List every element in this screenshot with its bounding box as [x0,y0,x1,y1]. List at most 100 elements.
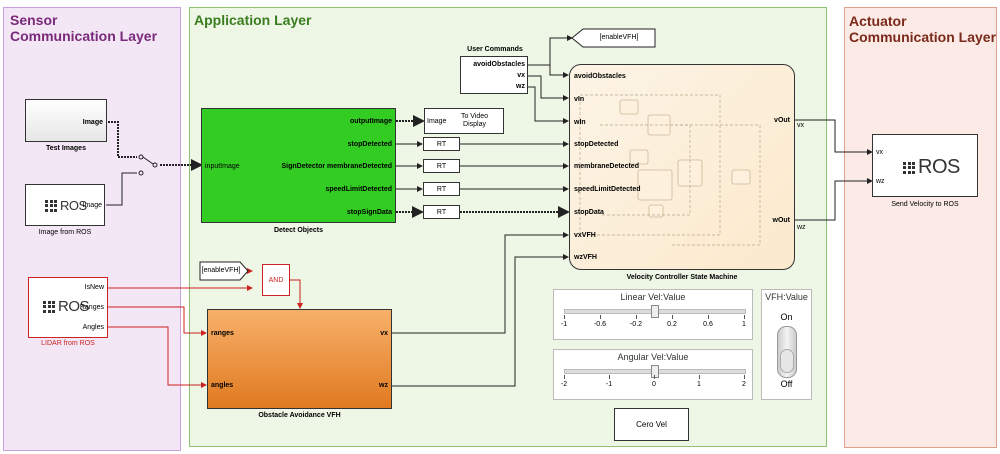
linear-vel-tick-mark [708,315,709,319]
vfh-toggle-knob [780,349,794,373]
send-port-wz: wz [876,178,885,185]
user-commands-block[interactable]: avoidObstacles vx wz [460,56,528,94]
user-commands-title: User Commands [467,46,523,53]
angular-vel-tick-mark [654,375,655,379]
ros-logo: ROS [45,198,87,213]
sm-in-8: vxVFH [574,232,596,239]
linear-vel-slider-panel: Linear Vel:Value -1 -0.6 -0.2 0.2 0.6 1 [553,289,753,340]
vfh-in-ranges: ranges [211,330,234,337]
sm-in-7: stopData [574,209,604,216]
obstacle-avoidance-vfh-block[interactable]: ranges angles vx wz [207,309,392,409]
from-tag-label: [enableVFH] [201,267,241,274]
video-label: To Video Display [460,113,489,128]
test-images-block[interactable]: Image [25,99,107,142]
ros-logo: ROS [903,156,960,179]
uc-port-1: avoidObstacles [473,61,525,68]
angular-vel-tick-label: 1 [697,381,701,388]
angular-vel-tick-mark [564,375,565,379]
lidar-port-ranges: Ranges [79,304,104,311]
state-machine-caption: Velocity Controller State Machine [626,274,738,281]
send-port-vx: vx [876,149,883,156]
angular-vel-tick-mark [609,375,610,379]
lidar-from-ros-block[interactable]: ROS IsNew Ranges Angles [28,277,108,338]
test-images-caption: Test Images [46,145,86,152]
linear-vel-tick-mark [564,315,565,319]
and-block[interactable]: AND [262,264,290,296]
angular-vel-tick-label: 0 [652,381,656,388]
ros-logo: ROS [43,298,90,315]
application-layer-title: Application Layer [194,12,312,28]
sm-in-4: stopDetected [574,141,619,148]
zero-velocity-button[interactable]: Cero Vel [614,408,689,441]
detect-objects-block[interactable]: inputImage outputImage stopDetected Sign… [201,108,396,223]
linear-vel-tick-mark [636,315,637,319]
rt-block-2[interactable]: RT [423,159,460,173]
detect-out-1: outputImage [350,118,392,125]
send-velocity-ros-block[interactable]: ROS vx wz [872,134,978,197]
linear-vel-tick-label: 1 [742,321,746,328]
detect-out-3: SignDetector membraneDetected [281,163,392,170]
chart-internal-states [579,94,761,246]
uc-port-3: wz [516,83,525,90]
detect-out-2: stopDetected [347,141,392,148]
linear-vel-thumb[interactable] [651,305,659,318]
vfh-switch-title: VFH:Value [765,292,808,302]
sm-out-2: wOut [772,217,791,224]
vfh-switch-on-label: On [780,312,793,322]
detect-out-5: stopSignData [346,209,392,216]
linear-vel-tick-label: 0.2 [667,321,677,328]
linear-vel-tick-label: -0.2 [629,321,643,328]
linear-vel-tick-mark [744,315,745,319]
video-display-block[interactable]: Image To Video Display [424,108,504,134]
vfh-out-wz: wz [379,382,388,389]
linear-vel-tick-label: 0.6 [703,321,713,328]
uc-port-2: vx [517,72,525,79]
linear-vel-tick-mark [672,315,673,319]
actuator-layer-title: Actuator Communication Layer [849,13,997,45]
angular-vel-thumb[interactable] [651,365,659,378]
test-images-port: Image [82,119,103,126]
linear-vel-tick-mark [600,315,601,319]
signal-label-wz: wz [797,224,806,231]
sm-in-9: wzVFH [574,254,597,261]
detect-objects-caption: Detect Objects [273,227,324,234]
detect-input: inputImage [205,163,240,170]
image-from-ros-caption: Image from ROS [38,229,92,236]
lidar-caption: LIDAR from ROS [41,340,95,347]
sm-in-6: speedLimitDetected [574,186,641,193]
sm-in-2: vIn [574,96,585,103]
angular-vel-tick-label: 2 [742,381,746,388]
sm-in-1: avoidObstacles [574,73,626,80]
velocity-controller-chart[interactable]: avoidObstacles vIn wIn stopDetected memb… [569,64,795,270]
linear-vel-tick-label: -1 [560,321,568,328]
vfh-switch-panel: VFH:Value On Off [761,289,812,400]
detect-out-4: speedLimitDetected [325,186,392,193]
sensor-layer-title: Sensor Communication Layer [10,12,158,44]
sm-in-5: membraneDetected [574,163,639,170]
vfh-toggle-switch[interactable] [777,326,797,378]
sensor-layer: Sensor Communication Layer [3,7,181,451]
angular-vel-tick-mark [699,375,700,379]
goto-tag-label: [enableVFH] [599,34,639,41]
linear-vel-title: Linear Vel:Value [620,292,686,302]
sm-out-1: vOut [774,117,790,124]
lidar-port-isnew: IsNew [84,284,104,291]
rt-block-4[interactable]: RT [423,205,460,219]
rt-block-1[interactable]: RT [423,137,460,151]
sm-in-3: wIn [574,119,586,126]
video-port: Image [427,118,447,125]
vfh-switch-off-label: Off [780,379,793,389]
vfh-in-angles: angles [211,382,234,389]
rt-block-3[interactable]: RT [423,182,460,196]
angular-vel-tick-mark [744,375,745,379]
manual-switch [138,154,158,176]
linear-vel-tick-label: -0.6 [593,321,607,328]
signal-label-vx: vx [797,122,804,129]
actuator-layer: Actuator Communication Layer [844,7,997,448]
angular-vel-title: Angular Vel:Value [617,352,689,362]
lidar-port-angles: Angles [82,324,104,331]
vfh-out-vx: vx [380,330,388,337]
image-from-ros-block[interactable]: ROS Image [25,184,105,226]
